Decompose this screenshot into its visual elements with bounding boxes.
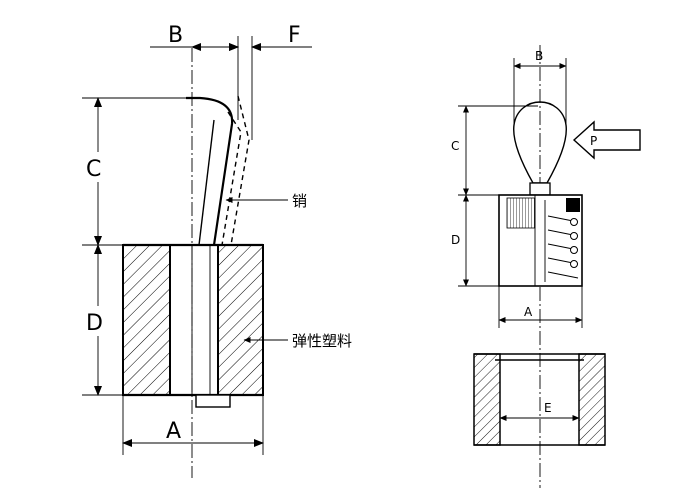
label-b-right: B	[535, 49, 543, 63]
elastic-plastic-block	[122, 243, 264, 408]
plunger-body	[498, 194, 583, 287]
dim-d-right: D	[451, 194, 499, 287]
dim-d-left: D	[82, 244, 123, 396]
force-arrow: P	[572, 120, 641, 160]
label-p: P	[590, 134, 597, 148]
pin-dashed	[221, 95, 250, 246]
label-c-left: C	[86, 157, 101, 182]
label-a-left: A	[166, 419, 181, 444]
pin-solid	[186, 96, 234, 246]
bushing: E	[473, 353, 606, 446]
dim-c-right: C	[451, 105, 538, 196]
leader-pin: 销	[225, 192, 307, 210]
label-d-right: D	[451, 233, 460, 247]
dim-a-left: A	[122, 395, 264, 455]
dim-b-left: B	[150, 23, 239, 51]
label-f-left: F	[288, 23, 301, 48]
label-d-left: D	[86, 311, 103, 336]
label-e-right: E	[544, 401, 552, 415]
dim-c-left: C	[82, 97, 188, 246]
left-diagram: B F C D A	[82, 23, 352, 478]
dim-f-left: F	[220, 23, 312, 51]
label-c-right: C	[451, 139, 459, 153]
label-pin: 销	[292, 192, 307, 210]
dim-b-right: B	[513, 49, 567, 125]
dim-a-right: A	[498, 286, 583, 328]
label-elastic: 弹性塑料	[292, 332, 352, 350]
right-diagram: B C D A P	[451, 45, 641, 488]
label-b-left: B	[168, 23, 183, 48]
label-a-right: A	[524, 305, 533, 319]
leader-elastic: 弹性塑料	[243, 332, 352, 350]
